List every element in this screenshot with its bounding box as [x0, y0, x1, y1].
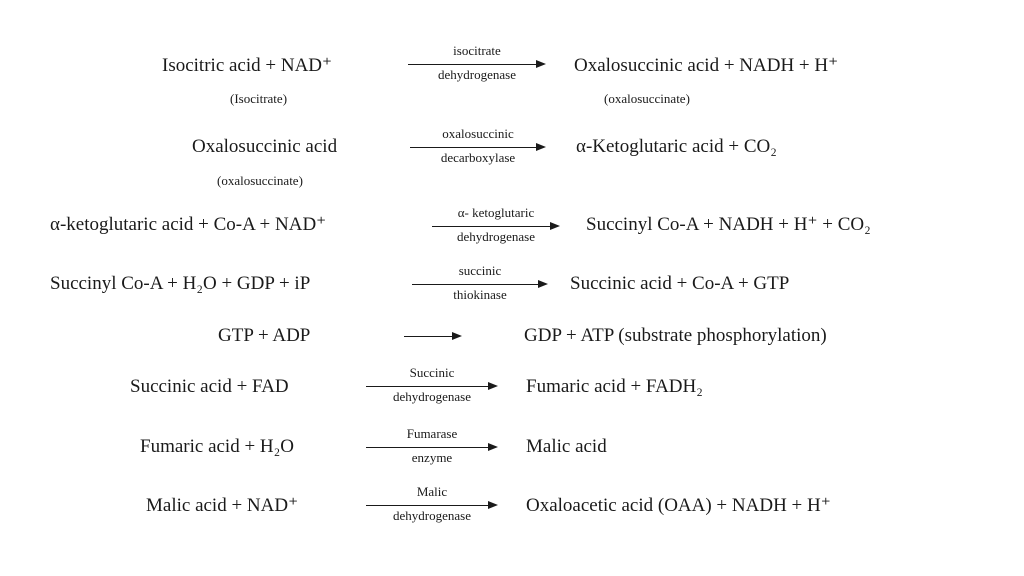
reaction-8-reactants: Malic acid + NAD⁺	[146, 495, 299, 516]
reaction-2-enzyme-top: oxalosuccinic	[442, 126, 514, 141]
arrow-shaft	[404, 336, 454, 337]
reaction-4-products: Succinic acid + Co-A + GTP	[570, 273, 790, 294]
arrow-shaft	[432, 226, 552, 227]
reaction-4-arrow: succinic thiokinase	[412, 264, 548, 308]
reaction-5-reactants: GTP + ADP	[218, 325, 311, 346]
reaction-2-reactants: Oxalosuccinic acid	[192, 136, 338, 157]
reaction-2-reactant-note: (oxalosuccinate)	[217, 173, 303, 188]
arrow-head-icon	[488, 382, 498, 390]
reaction-3-enzyme-bottom: dehydrogenase	[457, 229, 535, 244]
arrow-head-icon	[536, 143, 546, 151]
arrow-shaft	[410, 147, 538, 148]
reaction-4-reactants: Succinyl Co-A + H₂O + GDP + iP	[50, 273, 311, 294]
reaction-1-products: Oxalosuccinic acid + NADH + H⁺	[574, 55, 839, 76]
arrow-head-icon	[452, 332, 462, 340]
arrow-head-icon	[536, 60, 546, 68]
reaction-3-reactants: α-ketoglutaric acid + Co-A + NAD⁺	[50, 214, 327, 235]
arrow-head-icon	[550, 222, 560, 230]
reaction-1-arrow: isocitrate dehydrogenase	[408, 44, 546, 88]
reaction-3-products: Succinyl Co-A + NADH + H⁺ + CO₂	[586, 214, 871, 235]
reaction-3-arrow: α- ketoglutaric dehydrogenase	[432, 206, 560, 250]
reaction-1-enzyme-bottom: dehydrogenase	[438, 67, 516, 82]
arrow-shaft	[366, 386, 490, 387]
arrow-head-icon	[488, 443, 498, 451]
reaction-8-arrow: Malic dehydrogenase	[366, 485, 498, 529]
reaction-2-products: α-Ketoglutaric acid + CO₂	[576, 136, 777, 157]
reaction-5-products: GDP + ATP (substrate phosphorylation)	[524, 325, 827, 346]
reaction-1-enzyme-top: isocitrate	[453, 43, 501, 58]
arrow-head-icon	[488, 501, 498, 509]
reaction-3-enzyme-top: α- ketoglutaric	[457, 205, 535, 220]
reaction-6-products: Fumaric acid + FADH₂	[526, 376, 703, 397]
reaction-8-enzyme-bottom: dehydrogenase	[393, 508, 471, 523]
reaction-1-reactants: Isocitric acid + NAD⁺	[162, 55, 333, 76]
reaction-2-enzyme-bottom: decarboxylase	[440, 150, 516, 165]
reaction-4-enzyme-top: succinic	[458, 263, 502, 278]
reaction-1-reactant-note: (Isocitrate)	[230, 91, 288, 106]
reaction-6-arrow: Succinic dehydrogenase	[366, 366, 498, 410]
reaction-4-enzyme-bottom: thiokinase	[453, 287, 507, 302]
arrow-head-icon	[538, 280, 548, 288]
reaction-7-products: Malic acid	[526, 436, 607, 457]
reaction-7-enzyme-top: Fumarase	[406, 426, 458, 441]
reaction-8-products: Oxaloacetic acid (OAA) + NADH + H⁺	[526, 495, 831, 516]
arrow-shaft	[412, 284, 540, 285]
reaction-5-arrow	[404, 316, 462, 360]
reaction-6-reactants: Succinic acid + FAD	[130, 376, 289, 397]
reaction-6-enzyme-top: Succinic	[409, 365, 455, 380]
arrow-shaft	[366, 447, 490, 448]
reaction-2-arrow: oxalosuccinic decarboxylase	[410, 127, 546, 171]
arrow-shaft	[408, 64, 538, 65]
reaction-7-reactants: Fumaric acid + H₂O	[140, 436, 294, 457]
reaction-7-arrow: Fumarase enzyme	[366, 427, 498, 471]
reaction-1-product-note: (oxalosuccinate)	[604, 91, 690, 106]
reaction-8-enzyme-top: Malic	[416, 484, 448, 499]
reaction-6-enzyme-bottom: dehydrogenase	[393, 389, 471, 404]
arrow-shaft	[366, 505, 490, 506]
reaction-7-enzyme-bottom: enzyme	[411, 450, 453, 465]
